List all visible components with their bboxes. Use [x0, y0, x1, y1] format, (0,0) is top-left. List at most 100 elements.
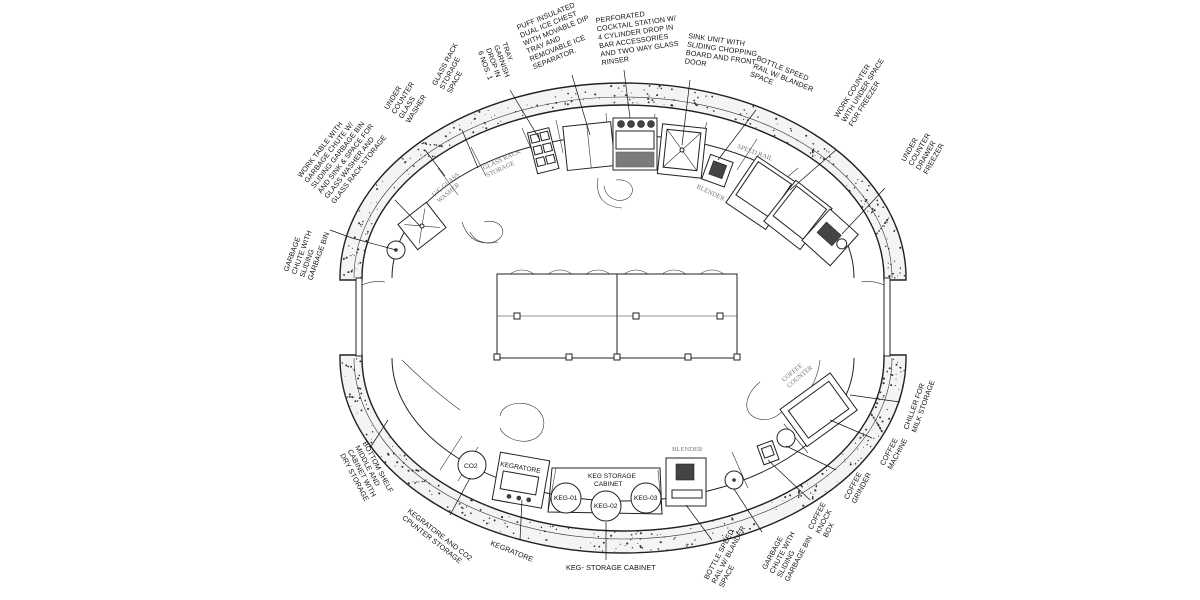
terrazzo-speck: [874, 419, 877, 422]
terrazzo-speck: [628, 98, 631, 101]
terrazzo-speck: [438, 144, 441, 147]
top-counter: [339, 82, 907, 281]
terrazzo-speck: [458, 502, 461, 505]
terrazzo-speck: [893, 230, 895, 233]
terrazzo-speck: [797, 496, 800, 499]
terrazzo-speck: [370, 438, 372, 440]
terrazzo-speck: [775, 117, 778, 120]
terrazzo-speck: [828, 151, 830, 153]
bottom-equipment: CO2 KEGRATORE KEG STORAGE CABINET KEG-01…: [401, 359, 858, 522]
terrazzo-speck: [640, 546, 642, 548]
terrazzo-speck: [903, 369, 905, 372]
terrazzo-speck: [832, 163, 835, 166]
terrazzo-speck: [350, 405, 352, 407]
terrazzo-speck: [815, 484, 818, 487]
terrazzo-speck: [895, 378, 897, 380]
terrazzo-speck: [357, 263, 359, 265]
terrazzo-speck: [891, 273, 893, 275]
terrazzo-speck: [890, 368, 892, 370]
terrazzo-speck: [479, 508, 482, 511]
terrazzo-speck: [599, 97, 601, 99]
terrazzo-speck: [552, 525, 554, 528]
leader-lines: [329, 69, 901, 560]
terrazzo-speck: [595, 549, 597, 551]
terrazzo-speck: [685, 545, 688, 547]
terrazzo-speck: [888, 417, 891, 420]
terrazzo-speck: [590, 542, 592, 544]
terrazzo-speck: [883, 225, 886, 227]
terrazzo-speck: [343, 258, 346, 260]
terrazzo-speck: [876, 402, 879, 405]
terrazzo-speck: [365, 233, 367, 235]
terrazzo-speck: [630, 92, 632, 94]
terrazzo-speck: [420, 154, 422, 156]
terrazzo-speck: [566, 103, 569, 106]
terrazzo-speck: [888, 367, 891, 370]
terrazzo-speck: [393, 187, 395, 189]
terrazzo-speck: [352, 247, 354, 249]
terrazzo-speck: [879, 229, 880, 231]
terrazzo-speck: [522, 114, 524, 117]
terrazzo-speck: [364, 399, 367, 402]
terrazzo-speck: [355, 268, 357, 270]
terrazzo-speck: [597, 535, 600, 538]
terrazzo-speck: [711, 95, 714, 98]
terrazzo-speck: [452, 126, 455, 129]
terrazzo-speck: [885, 245, 887, 247]
top-equipment: U/C GLASSWASHER GLASS RACKSTORAGE: [386, 117, 859, 267]
terrazzo-speck: [806, 483, 808, 485]
terrazzo-speck: [482, 126, 484, 128]
terrazzo-speck: [871, 211, 874, 213]
terrazzo-speck: [631, 547, 634, 549]
terrazzo-speck: [347, 271, 349, 273]
terrazzo-speck: [434, 155, 436, 158]
terrazzo-speck: [755, 127, 757, 129]
terrazzo-speck: [546, 539, 548, 541]
terrazzo-speck: [896, 275, 898, 277]
terrazzo-speck: [888, 275, 891, 278]
terrazzo-speck: [497, 122, 499, 125]
terrazzo-speck: [864, 200, 867, 203]
terrazzo-speck: [812, 493, 814, 495]
keg-03-icon: [630, 482, 662, 514]
terrazzo-speck: [564, 103, 567, 105]
terrazzo-speck: [536, 104, 539, 107]
terrazzo-speck: [539, 532, 541, 534]
terrazzo-speck: [405, 458, 408, 461]
terrazzo-speck: [428, 490, 431, 492]
terrazzo-speck: [895, 363, 898, 366]
terrazzo-speck: [346, 396, 349, 398]
terrazzo-speck: [419, 469, 421, 471]
terrazzo-speck: [458, 128, 461, 131]
terrazzo-speck: [514, 110, 517, 113]
terrazzo-speck: [886, 238, 888, 240]
terrazzo-speck: [814, 155, 816, 157]
terrazzo-speck: [648, 85, 651, 87]
terrazzo-speck: [376, 201, 378, 203]
terrazzo-speck: [375, 184, 378, 186]
terrazzo-speck: [898, 388, 900, 390]
terrazzo-speck: [882, 206, 885, 209]
terrazzo-speck: [575, 93, 577, 95]
terrazzo-speck: [351, 396, 354, 399]
svg-text:KEG-02: KEG-02: [594, 503, 618, 510]
terrazzo-speck: [424, 142, 427, 145]
svg-text:KEG-03: KEG-03: [634, 495, 658, 502]
terrazzo-speck: [873, 437, 875, 439]
terrazzo-speck: [407, 482, 409, 484]
terrazzo-speck: [527, 537, 530, 539]
label-work-counter: WORK COUNTERWITH UNDER SPACEFOR FREEZER: [832, 52, 893, 128]
terrazzo-speck: [773, 129, 775, 132]
terrazzo-speck: [639, 545, 642, 547]
terrazzo-speck: [501, 515, 504, 519]
terrazzo-speck: [775, 505, 777, 508]
terrazzo-speck: [782, 500, 783, 501]
terrazzo-speck: [543, 530, 546, 533]
terrazzo-speck: [894, 260, 896, 262]
terrazzo-speck: [812, 143, 814, 144]
terrazzo-speck: [881, 227, 882, 229]
terrazzo-speck: [593, 533, 595, 535]
terrazzo-speck: [594, 93, 597, 96]
terrazzo-speck: [388, 436, 390, 438]
terrazzo-speck: [800, 495, 802, 497]
